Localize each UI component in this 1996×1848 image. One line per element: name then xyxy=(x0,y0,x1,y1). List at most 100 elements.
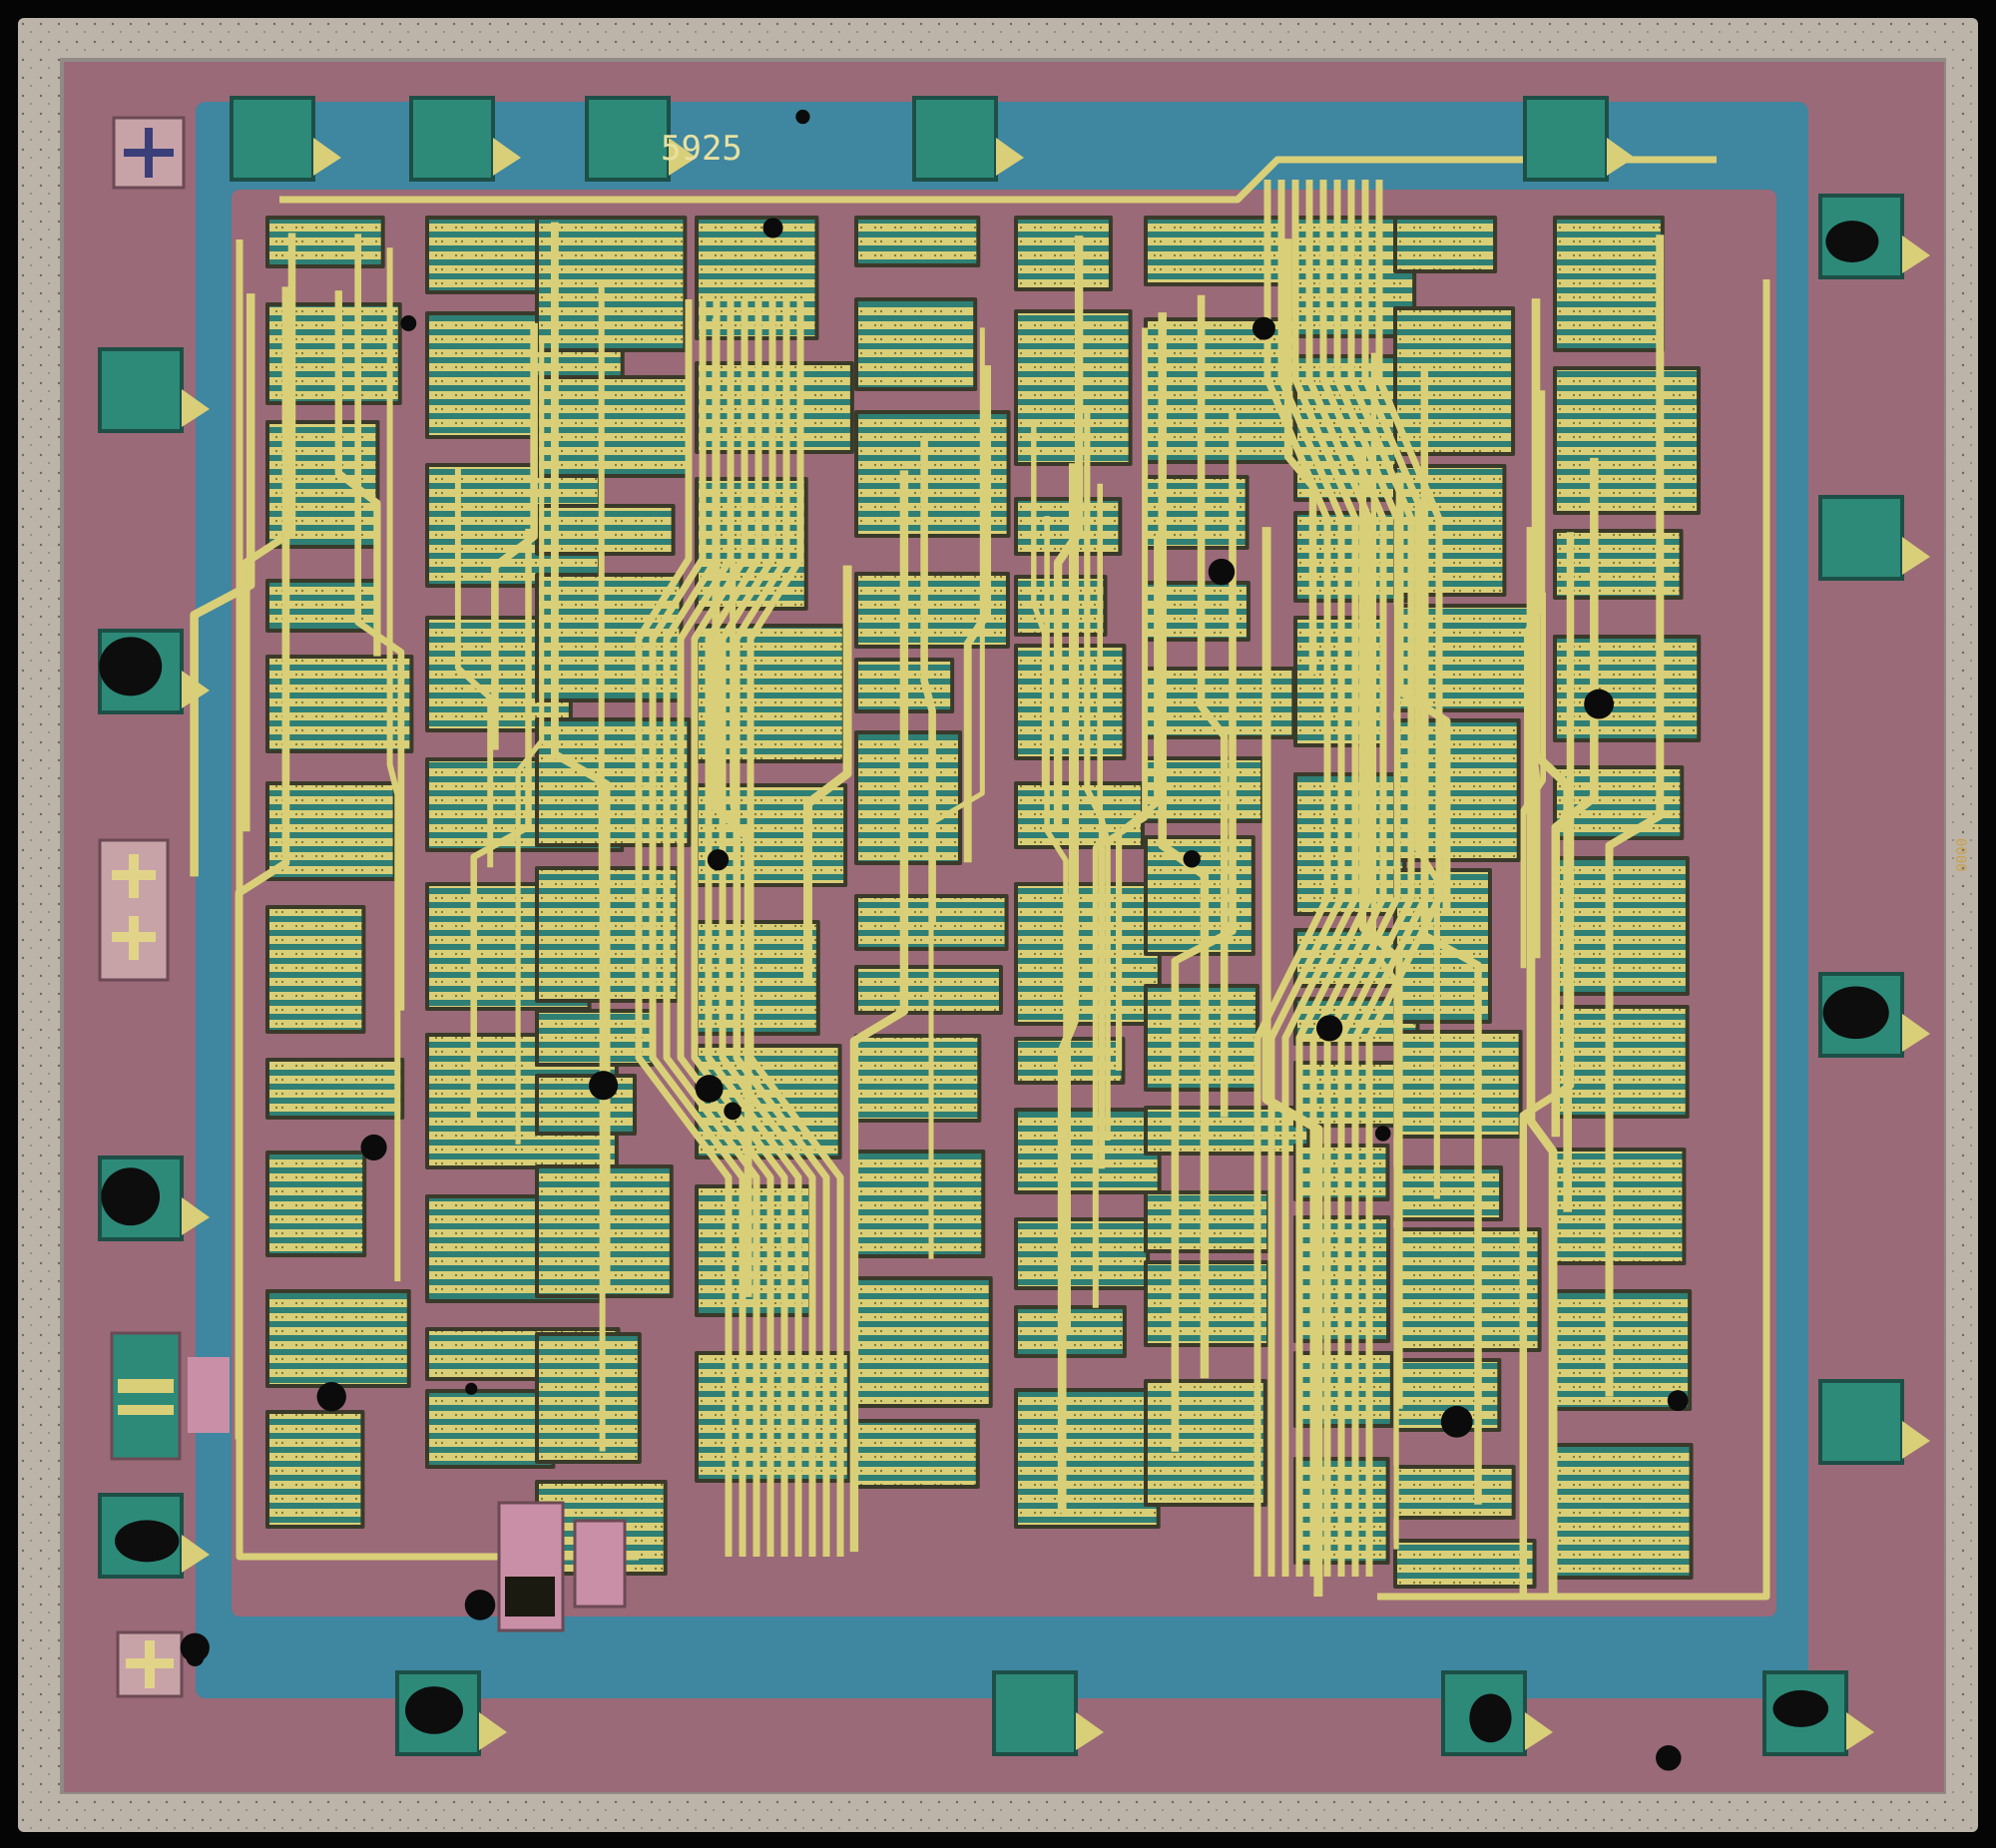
bus-line xyxy=(1365,180,1443,1577)
metal-cell xyxy=(265,1058,405,1120)
metal-trace xyxy=(1358,448,1403,1409)
metal-trace xyxy=(1116,535,1161,1071)
metal-trace xyxy=(928,327,985,1259)
metal-trace xyxy=(1526,527,1558,1597)
metal-cell xyxy=(265,781,397,881)
metal-cell xyxy=(425,1389,556,1469)
metal-cell xyxy=(1553,1289,1693,1411)
metal-cell xyxy=(1393,1030,1523,1139)
debris-spot xyxy=(464,1590,496,1620)
metal-trace xyxy=(243,232,296,832)
bus-line xyxy=(691,299,788,1557)
alignment-mark-bottom-left xyxy=(116,1630,184,1698)
debris-spot xyxy=(360,1134,387,1160)
alignment-mark-left xyxy=(98,838,170,982)
bond-pad xyxy=(395,1670,507,1756)
metal-cell xyxy=(854,1150,986,1258)
metal-trace xyxy=(1197,294,1229,1118)
metal-trace xyxy=(1044,516,1069,1146)
bond-pad xyxy=(992,1670,1104,1756)
metal-trace xyxy=(1529,540,1541,959)
debris-spot xyxy=(1656,1744,1682,1771)
bus-line xyxy=(733,299,830,1557)
bond-pad xyxy=(409,96,521,182)
debris-spot xyxy=(762,218,783,238)
debris-spot xyxy=(400,315,417,331)
test-structure-left xyxy=(110,1331,230,1461)
metal-trace xyxy=(454,468,494,868)
debris-spot xyxy=(1667,1390,1689,1412)
debris-spot xyxy=(1440,1405,1473,1438)
metal-cell xyxy=(1553,216,1665,352)
metal-cell xyxy=(854,297,978,391)
debris-spots xyxy=(180,109,1689,1771)
debris-spot xyxy=(180,1632,210,1662)
metal-cell xyxy=(1393,1465,1516,1520)
metal-cell xyxy=(1014,1388,1161,1529)
bond-pad xyxy=(98,1493,210,1579)
metal-trace xyxy=(1283,238,1317,675)
bus-line xyxy=(1281,180,1359,1577)
metal-cell xyxy=(854,1034,982,1123)
debris-spot xyxy=(1251,316,1275,340)
metal-cell xyxy=(1553,366,1702,515)
metal-trace xyxy=(386,247,401,1282)
bond-pad xyxy=(1523,96,1635,182)
metal-trace xyxy=(803,565,852,983)
bond-pad xyxy=(98,629,210,714)
metal-cell xyxy=(854,965,1003,1015)
debris-spot xyxy=(695,1075,724,1103)
metal-cell xyxy=(535,1332,642,1464)
debris-spot xyxy=(795,109,810,125)
metal-cell xyxy=(1014,1108,1162,1194)
metal-cell xyxy=(1553,1148,1687,1265)
metal-trace xyxy=(1057,528,1079,1514)
bond-pads xyxy=(98,96,1930,1756)
bus-line xyxy=(635,299,733,1557)
bus-line xyxy=(649,299,747,1557)
metal-trace xyxy=(598,280,606,1452)
metal-cell xyxy=(535,1009,655,1067)
bus-line xyxy=(1323,180,1401,1577)
debris-spot xyxy=(589,1071,619,1101)
metal-cell xyxy=(854,1419,980,1489)
metal-cell xyxy=(265,1151,367,1257)
bus-line xyxy=(1309,180,1387,1577)
debris-spot xyxy=(1208,558,1236,586)
metal-cell xyxy=(1144,835,1255,956)
bond-pad xyxy=(98,347,210,433)
bus-line xyxy=(1337,180,1415,1577)
debris-spot xyxy=(1374,1126,1391,1142)
metal-cell xyxy=(265,655,414,753)
metal-cell xyxy=(1393,306,1516,456)
metal-cell xyxy=(1553,1005,1690,1119)
perimeter-trace xyxy=(279,156,1717,204)
metal-trace xyxy=(551,222,611,1286)
metal-cell xyxy=(1144,216,1284,286)
bond-pad xyxy=(1818,495,1930,581)
metal-wiring xyxy=(190,156,1770,1601)
bond-pad xyxy=(912,96,1024,182)
metal-cell xyxy=(1014,781,1145,849)
bus-line xyxy=(663,299,760,1557)
metal-trace xyxy=(515,337,545,1145)
metal-trace xyxy=(190,293,255,877)
bus-line xyxy=(677,299,774,1557)
metal-cell xyxy=(1393,1227,1542,1352)
bus-line xyxy=(1351,180,1429,1577)
bond-pad xyxy=(1818,194,1930,279)
metal-trace xyxy=(1519,532,1575,1597)
metal-cell xyxy=(1553,635,1702,742)
metal-cell xyxy=(1014,1217,1151,1290)
perimeter-trace xyxy=(1377,279,1770,1601)
bond-pad xyxy=(1441,1670,1553,1756)
bond-pad xyxy=(98,1155,210,1241)
metal-cell xyxy=(265,1410,365,1529)
bus-line xyxy=(1295,180,1373,1577)
metal-cell xyxy=(535,216,688,352)
metal-trace xyxy=(920,437,936,925)
metal-cell xyxy=(695,920,820,1036)
metal-cell xyxy=(1014,216,1113,291)
